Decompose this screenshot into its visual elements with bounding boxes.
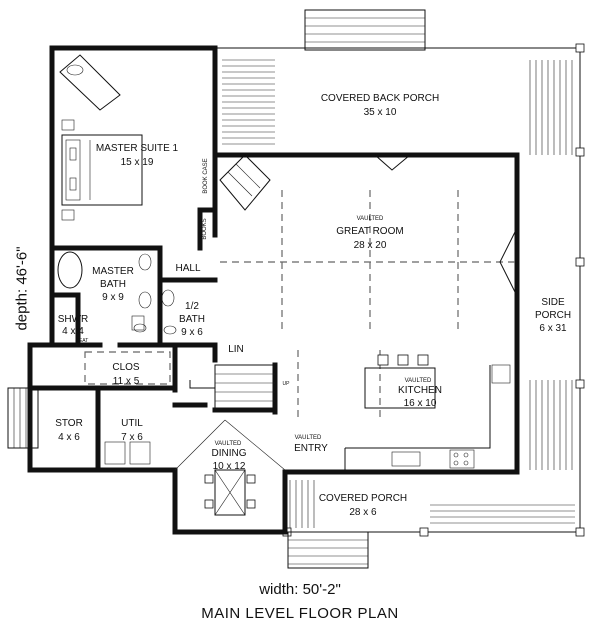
dining-table <box>204 469 256 516</box>
storage-name: STOR <box>55 418 83 429</box>
stair-up-label: UP <box>283 381 291 387</box>
bookcase-stair <box>219 154 271 211</box>
side-steps <box>7 387 39 449</box>
kitchen-island <box>364 354 436 409</box>
back-porch-deck-hatch <box>222 59 275 145</box>
kitchen-size: 16 x 10 <box>404 398 437 409</box>
porch-boundary <box>215 43 585 537</box>
width-dimension: width: 50'-2" <box>259 581 341 598</box>
great-room-size: 28 x 20 <box>354 240 387 251</box>
linen-name: LIN <box>228 344 244 355</box>
master-bath-name2: BATH <box>100 279 126 290</box>
covered-porch-name: COVERED PORCH <box>319 493 407 504</box>
side-porch-deck-hatch <box>529 60 573 470</box>
dining-name: DINING <box>212 448 247 459</box>
master-suite-name: MASTER SUITE 1 <box>96 143 179 154</box>
dining-tag: VAULTED <box>215 441 242 447</box>
master-bath-fixtures <box>57 251 152 333</box>
side-porch-name: SIDE <box>541 297 565 308</box>
plan-title: MAIN LEVEL FLOOR PLAN <box>201 605 399 622</box>
dining-vault-lines <box>174 419 286 471</box>
front-porch-steps <box>287 531 369 569</box>
utility-size: 7 x 6 <box>121 432 143 443</box>
entry-tag: VAULTED <box>295 435 322 441</box>
great-room-tag: VAULTED <box>357 216 384 222</box>
dining-size: 10 x 12 <box>213 461 246 472</box>
utility-appliances <box>104 441 151 465</box>
covered-porch-size: 28 x 6 <box>349 507 377 518</box>
back-porch-name: COVERED BACK PORCH <box>321 93 439 104</box>
side-porch-name2: PORCH <box>535 310 571 321</box>
closet-name: CLOS <box>112 362 140 373</box>
master-bed <box>61 119 143 221</box>
master-bath-size: 9 x 9 <box>102 292 124 303</box>
side-porch-size: 6 x 31 <box>539 323 567 334</box>
back-porch-steps <box>304 9 426 51</box>
back-door <box>374 154 411 171</box>
chaise-lounge <box>59 54 121 111</box>
exterior-walls <box>27 45 520 535</box>
side-window-bay <box>499 227 518 297</box>
closet-shelving <box>84 351 171 385</box>
great-room-name: GREAT ROOM <box>336 226 403 237</box>
closet-size: 11 x 5 <box>113 376 140 387</box>
shower-name: SHWR <box>58 314 89 325</box>
kitchen-tag: VAULTED <box>405 378 432 384</box>
great-room-beams <box>220 190 515 420</box>
bookcase-label: BOOK CASE <box>203 158 209 193</box>
books-label: BOOKS <box>202 218 208 239</box>
half-bath-fixtures <box>161 289 177 335</box>
kitchen-counters <box>344 364 511 472</box>
depth-dimension: depth: 46'-6" <box>13 246 31 331</box>
back-porch-size: 35 x 10 <box>364 107 397 118</box>
kitchen-name: KITCHEN <box>398 385 442 396</box>
utility-name: UTIL <box>121 418 143 429</box>
front-porch-deck-hatch <box>289 480 575 528</box>
master-suite-size: 15 x 19 <box>121 157 154 168</box>
half-bath-size: 9 x 6 <box>181 327 203 338</box>
shower-size: 4 x 4 <box>62 326 84 337</box>
room-labels: COVERED BACK PORCH 35 x 10 MASTER SUITE … <box>55 93 571 518</box>
master-bath-name: MASTER <box>92 266 134 277</box>
half-bath-name2: BATH <box>179 314 205 325</box>
half-bath-name: 1/2 <box>185 301 199 312</box>
shower-seat: SEAT <box>76 338 89 344</box>
stair-flight <box>189 364 276 411</box>
storage-size: 4 x 6 <box>58 432 80 443</box>
entry-name: ENTRY <box>294 443 328 454</box>
hall-name: HALL <box>175 263 200 274</box>
